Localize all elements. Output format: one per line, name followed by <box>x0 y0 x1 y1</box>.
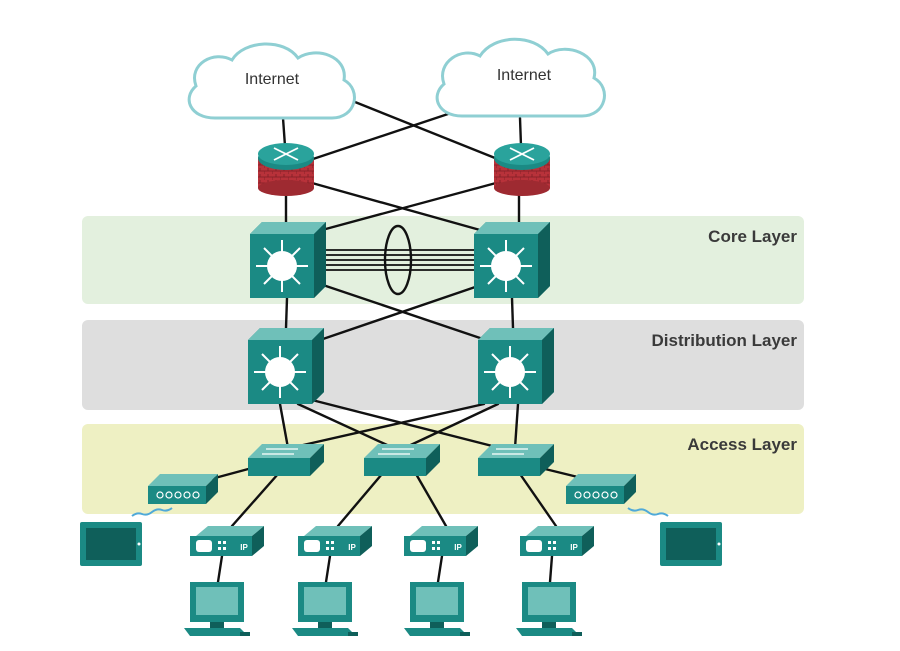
distribution-switch-right <box>478 328 554 404</box>
tablet-left <box>80 522 142 566</box>
ip-phone-1: IP <box>190 526 264 556</box>
access-switch-2 <box>364 444 440 476</box>
router-arrows-icon <box>509 147 535 161</box>
wireless-ap-right <box>566 474 636 504</box>
internet-label-right: Internet <box>497 67 552 84</box>
network-links <box>198 98 592 584</box>
wireless-signal-right <box>627 507 669 517</box>
desktop-pc-4 <box>516 582 582 636</box>
ip-phone-3: IP <box>404 526 478 556</box>
internet-cloud-left: Internet <box>187 42 356 120</box>
access-layer-label: Access Layer <box>687 435 797 454</box>
wireless-signal-left <box>131 507 173 517</box>
router-firewall-right <box>494 143 550 196</box>
router-arrows-icon <box>273 147 299 161</box>
core-layer-label: Core Layer <box>708 227 797 246</box>
desktop-pc-2 <box>292 582 358 636</box>
ip-label: IP <box>454 543 462 552</box>
core-switch-right <box>474 222 550 298</box>
distribution-layer-label: Distribution Layer <box>652 331 798 350</box>
switch-arrows-icon <box>262 448 298 455</box>
ip-label: IP <box>240 543 248 552</box>
tablet-right <box>660 522 722 566</box>
internet-cloud-right: Internet <box>435 37 606 118</box>
ip-label: IP <box>348 543 356 552</box>
wireless-ap-left <box>148 474 218 504</box>
ip-phone-4: IP <box>520 526 594 556</box>
internet-label-left: Internet <box>245 71 300 88</box>
etherchannel-bundle <box>325 224 476 296</box>
desktop-pc-3 <box>404 582 470 636</box>
desktop-pc-1 <box>184 582 250 636</box>
ip-phone-2: IP <box>298 526 372 556</box>
distribution-switch-left <box>248 328 324 404</box>
phone-handset-icon <box>526 540 542 552</box>
phone-handset-icon <box>196 540 212 552</box>
ip-label: IP <box>570 543 578 552</box>
core-switch-left <box>250 222 326 298</box>
phone-handset-icon <box>304 540 320 552</box>
switch-arrows-icon <box>492 448 528 455</box>
access-switch-1 <box>248 444 324 476</box>
phone-handset-icon <box>410 540 426 552</box>
access-switch-3 <box>478 444 554 476</box>
router-firewall-left <box>258 143 314 196</box>
switch-arrows-icon <box>378 448 414 455</box>
